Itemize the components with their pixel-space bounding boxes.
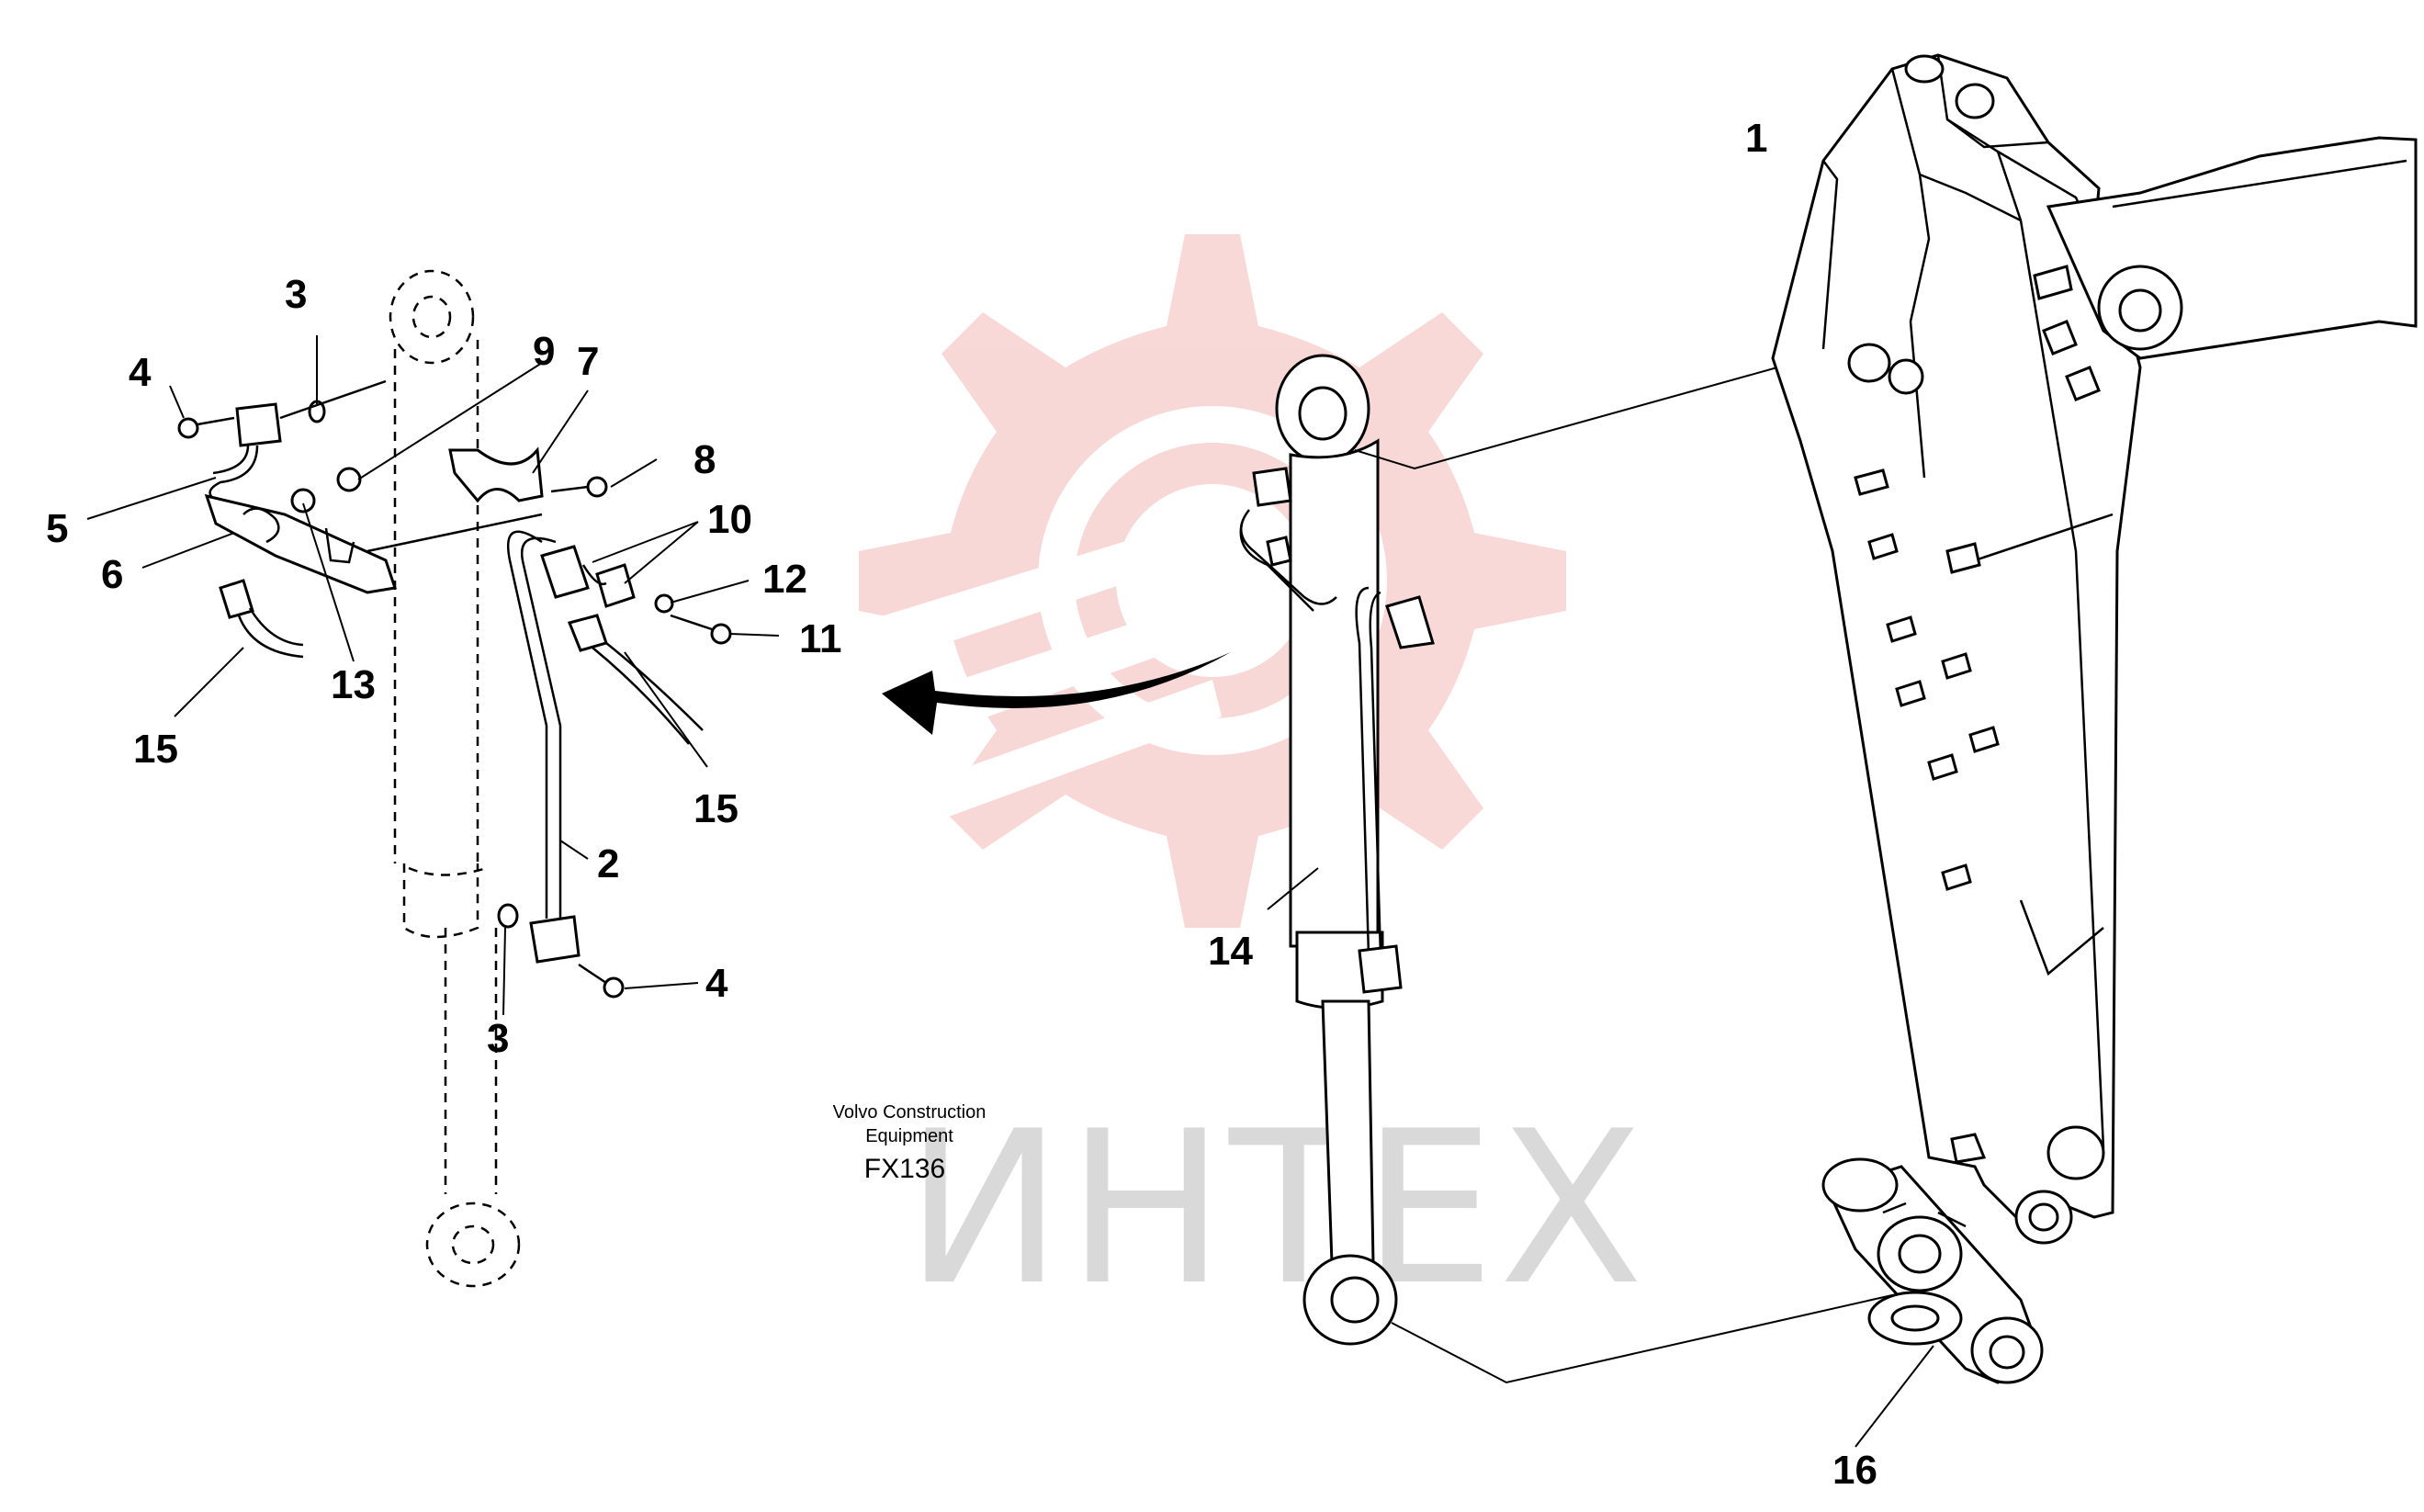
callout-3-lower: 3 xyxy=(487,1016,509,1061)
mid-leader-lines xyxy=(1267,367,1934,1448)
caption-line-2: Equipment xyxy=(865,1126,953,1146)
assembled-cylinder xyxy=(1239,354,1435,1346)
caption-code: FX136 xyxy=(864,1154,945,1184)
callout-2: 2 xyxy=(597,841,619,886)
callout-7: 7 xyxy=(577,339,599,384)
callout-10: 10 xyxy=(707,497,752,542)
caption-line-1: Volvo Construction xyxy=(833,1102,987,1123)
callout-4-lower: 4 xyxy=(705,961,728,1006)
callout-15-right: 15 xyxy=(693,786,738,831)
pin-assembly xyxy=(1821,1157,2044,1384)
left-leader-lines xyxy=(86,335,780,1016)
callout-6: 6 xyxy=(101,552,123,597)
callout-4-upper: 4 xyxy=(129,350,152,395)
boom-arm xyxy=(1771,53,2418,1245)
callout-labels: 1 2 3 3 4 4 5 6 7 8 9 10 11 12 13 14 15 … xyxy=(46,116,1877,1493)
left-hardware xyxy=(177,379,732,999)
callout-11: 11 xyxy=(799,616,842,661)
callout-13: 13 xyxy=(331,662,376,707)
callout-12: 12 xyxy=(762,557,807,602)
callout-8: 8 xyxy=(693,437,716,482)
callout-5: 5 xyxy=(46,506,68,551)
callout-1: 1 xyxy=(1745,116,1767,161)
callout-3-upper: 3 xyxy=(285,272,307,317)
callout-15-left: 15 xyxy=(133,727,178,772)
figure-caption: Volvo Construction Equipment FX136 xyxy=(833,1102,987,1184)
exploded-cylinder-outline xyxy=(389,269,521,1288)
callout-9: 9 xyxy=(533,329,555,374)
watermark-text: ИНТЕХ xyxy=(905,1087,1647,1332)
watermark-gear-logo xyxy=(735,234,1566,928)
direction-arrow xyxy=(882,652,1231,735)
callout-16: 16 xyxy=(1832,1448,1877,1493)
callout-14: 14 xyxy=(1208,929,1253,974)
